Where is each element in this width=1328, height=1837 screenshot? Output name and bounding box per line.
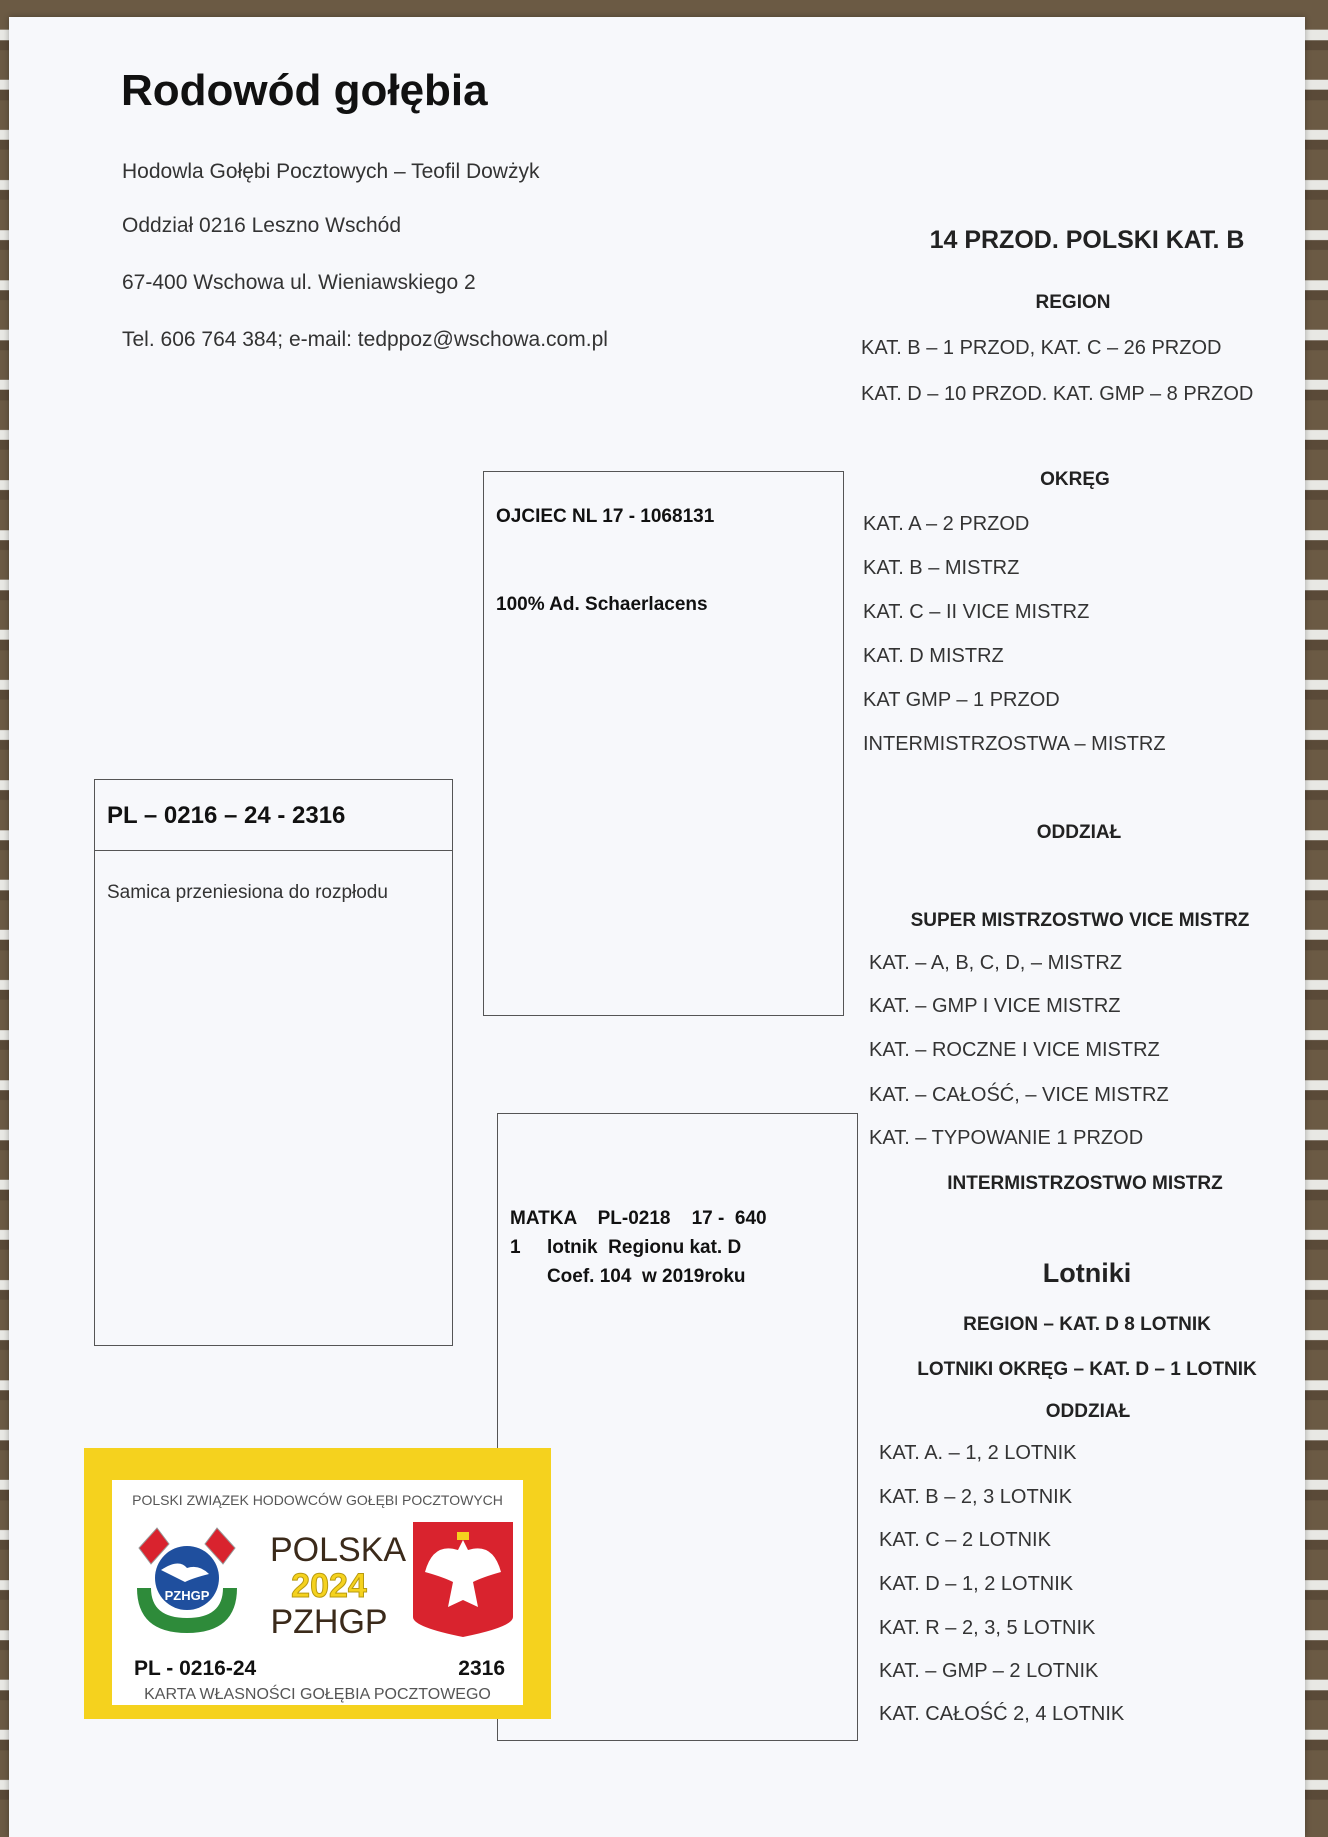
region-title: REGION — [1035, 292, 1111, 313]
oddzial-item: KAT. – A, B, C, D, – MISTRZ — [869, 952, 1123, 974]
oddzial-title: ODDZIAŁ — [1036, 822, 1122, 843]
logo-text: PZHGP — [165, 1588, 210, 1603]
father-box: OJCIEC NL 17 - 1068131 100% Ad. Schaerla… — [483, 471, 844, 1016]
lotniki-item: KAT. A. – 1, 2 LOTNIK — [879, 1442, 1077, 1464]
polish-eagle-emblem-icon — [413, 1522, 513, 1637]
pigeon-ring: PL – 0216 – 24 - 2316 — [107, 802, 346, 829]
region-item: KAT. D – 10 PRZOD. KAT. GMP – 8 PRZOD — [861, 383, 1254, 405]
okreg-item: KAT. B – MISTRZ — [863, 557, 1020, 579]
region-item: KAT. B – 1 PRZOD, KAT. C – 26 PRZOD — [861, 337, 1222, 359]
address: 67-400 Wschowa ul. Wieniawskiego 2 — [122, 271, 476, 294]
pigeon-box: PL – 0216 – 24 - 2316 Samica przeniesion… — [94, 779, 453, 1346]
oddzial-subtitle: SUPER MISTRZOSTWO VICE MISTRZ — [910, 910, 1250, 931]
lotniki-oddzial-title: ODDZIAŁ — [1045, 1401, 1131, 1422]
okreg-title: OKRĘG — [1040, 469, 1110, 490]
card-footer: KARTA WŁASNOŚCI GOŁĘBIA POCZTOWEGO — [144, 1686, 491, 1703]
lotniki-item: KAT. B – 2, 3 LOTNIK — [879, 1486, 1073, 1508]
branch: Oddział 0216 Leszno Wschód — [122, 214, 401, 237]
father-note: 100% Ad. Schaerlacens — [496, 594, 708, 615]
pigeon-note: Samica przeniesiona do rozpłodu — [107, 882, 388, 903]
card-abbr: PZHGP — [270, 1603, 388, 1641]
oddzial-footer: INTERMISTRZOSTWO MISTRZ — [947, 1173, 1223, 1194]
ownership-card: POLSKI ZWIĄZEK HODOWCÓW GOŁĘBI POCZTOWYC… — [84, 1448, 551, 1719]
oddzial-item: KAT. – TYPOWANIE 1 PRZOD — [869, 1127, 1144, 1149]
okreg-item: KAT. A – 2 PRZOD — [863, 513, 1030, 535]
breeder-name: Hodowla Gołębi Pocztowych – Teofil Dowży… — [122, 160, 540, 183]
headline: 14 PRZOD. POLSKI KAT. B — [929, 226, 1245, 254]
lotniki-region: REGION – KAT. D 8 LOTNIK — [963, 1314, 1211, 1335]
pzhgp-logo-icon: PZHGP — [137, 1527, 237, 1633]
card-ring: PL - 0216-24 — [134, 1657, 257, 1680]
okreg-item: KAT. D MISTRZ — [863, 645, 1004, 667]
lotniki-title: Lotniki — [1042, 1258, 1132, 1288]
okreg-item: KAT. C – II VICE MISTRZ — [863, 601, 1090, 623]
mother-ring: MATKA PL-0218 17 - 640 — [510, 1208, 767, 1229]
oddzial-item: KAT. – CAŁOŚĆ, – VICE MISTRZ — [869, 1084, 1169, 1106]
mother-box: MATKA PL-0218 17 - 640 1 lotnik Regionu … — [497, 1113, 858, 1741]
contact: Tel. 606 764 384; e-mail: tedppoz@wschow… — [122, 328, 608, 351]
lotniki-item: KAT. CAŁOŚĆ 2, 4 LOTNIK — [879, 1703, 1125, 1725]
oddzial-item: KAT. – GMP I VICE MISTRZ — [869, 995, 1121, 1017]
lotniki-item: KAT. – GMP – 2 LOTNIK — [879, 1660, 1099, 1682]
card-country: POLSKA — [270, 1531, 407, 1569]
card-org: POLSKI ZWIĄZEK HODOWCÓW GOŁĘBI POCZTOWYC… — [132, 1492, 503, 1508]
lotniki-okreg: LOTNIKI OKRĘG – KAT. D – 1 LOTNIK — [917, 1359, 1257, 1380]
page-title: Rodowód gołębia — [121, 66, 488, 115]
card-year: 2024 — [291, 1567, 368, 1605]
oddzial-item: KAT. – ROCZNE I VICE MISTRZ — [869, 1039, 1160, 1061]
mother-coef: Coef. 104 w 2019roku — [510, 1266, 746, 1287]
lotniki-item: KAT. C – 2 LOTNIK — [879, 1529, 1051, 1551]
okreg-item: KAT GMP – 1 PRZOD — [863, 689, 1060, 711]
father-ring: OJCIEC NL 17 - 1068131 — [496, 506, 715, 527]
card-number: 2316 — [458, 1657, 505, 1680]
lotniki-item: KAT. R – 2, 3, 5 LOTNIK — [879, 1617, 1096, 1639]
lotniki-item: KAT. D – 1, 2 LOTNIK — [879, 1573, 1074, 1595]
okreg-item: INTERMISTRZOSTWA – MISTRZ — [863, 733, 1166, 755]
mother-note: 1 lotnik Regionu kat. D — [510, 1237, 742, 1258]
